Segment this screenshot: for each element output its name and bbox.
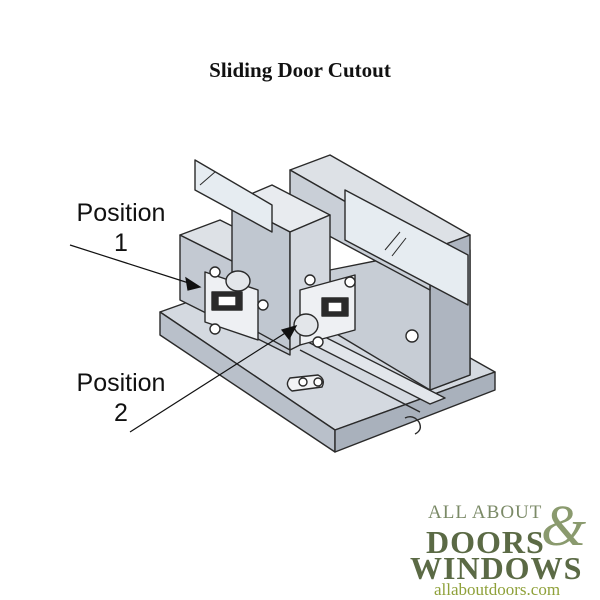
- callout-position-1: Position 1: [62, 198, 180, 258]
- glass-pane-right: [344, 189, 469, 306]
- leader-line-position-1: [69, 244, 196, 286]
- callout-label: Position: [76, 199, 166, 227]
- logo-ampersand: &: [541, 493, 587, 558]
- logo-line-windows: WINDOWS: [410, 550, 583, 586]
- callout-number: 2: [114, 399, 128, 427]
- right-lock-button: [293, 313, 319, 337]
- leader-arrow-position-1: [185, 276, 202, 291]
- glass-pane-left: [194, 159, 273, 233]
- logo-line-doors: DOORS: [426, 524, 545, 560]
- left-lock-button: [225, 270, 251, 292]
- diagram-title: Sliding Door Cutout: [209, 58, 391, 82]
- leader-line-position-2: [129, 329, 291, 433]
- leader-arrow-position-2: [280, 325, 298, 341]
- logo-line-all-about: ALL ABOUT: [428, 502, 543, 523]
- logo-url: allaboutdoors.com: [434, 580, 561, 599]
- callout-position-2: Position 2: [62, 368, 180, 428]
- brand-logo[interactable]: ALL ABOUT & DOORS WINDOWS allaboutdoors.…: [408, 496, 588, 600]
- base-plate-side: [334, 371, 496, 453]
- rail-end-hook: [404, 415, 422, 435]
- callout-number: 1: [114, 229, 128, 257]
- mounting-hole: [405, 329, 419, 343]
- callout-label: Position: [76, 369, 166, 397]
